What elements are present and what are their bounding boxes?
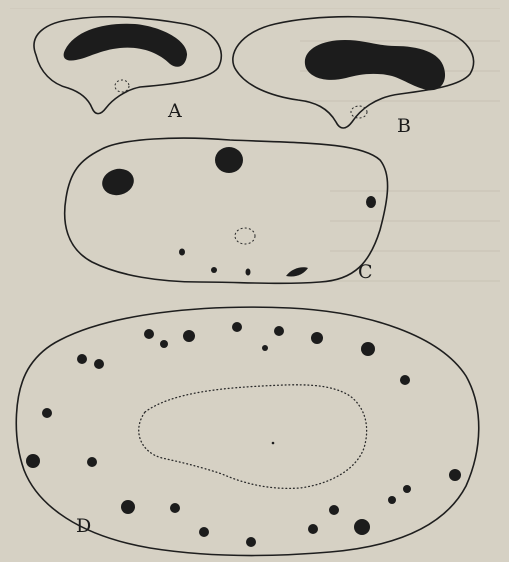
panel-d-dot: [199, 527, 209, 537]
panel-c: C: [65, 138, 388, 283]
panel-a-dark-region: [64, 24, 187, 67]
panel-d-dot: [160, 340, 168, 348]
panel-d-dot: [361, 342, 375, 356]
panel-d-dot: [121, 500, 135, 514]
panel-a-dashed-circle: [115, 80, 129, 92]
panel-c-dashed-circle: [235, 228, 255, 244]
panel-b-dashed-circle: [351, 106, 367, 118]
panel-b-dark-region: [305, 40, 445, 90]
panel-d-dot: [388, 496, 396, 504]
panel-c-small-shard: [286, 267, 308, 276]
panel-d-dot: [311, 332, 323, 344]
panel-d-dot: [77, 354, 87, 364]
panel-c-dot: [366, 196, 376, 208]
panel-c-blob-center: [215, 147, 243, 173]
panel-b-label: B: [397, 115, 411, 137]
panel-c-dot: [179, 249, 185, 256]
panel-d-dot: [42, 408, 52, 418]
panel-d-dot: [262, 345, 268, 351]
panel-d-dot: [400, 375, 410, 385]
panel-b: B: [233, 17, 474, 137]
panel-d-dot: [26, 454, 40, 468]
panel-d-dot: [87, 457, 97, 467]
panel-d-center-point: [272, 442, 275, 445]
panel-d: D: [16, 307, 478, 555]
panel-d-dotted-region: [139, 385, 367, 489]
panel-d-label: D: [76, 515, 91, 537]
panel-a: A: [34, 17, 221, 122]
panel-c-label: C: [358, 261, 373, 283]
panel-c-dot: [246, 269, 251, 276]
panel-c-dot: [211, 267, 217, 273]
panel-d-dot: [94, 359, 104, 369]
panel-d-dot: [354, 519, 370, 535]
panel-c-blob-left: [99, 165, 137, 198]
panel-d-dot: [183, 330, 195, 342]
panel-d-dot: [449, 469, 461, 481]
panel-a-label: A: [167, 100, 182, 122]
panel-d-dot: [308, 524, 318, 534]
panel-d-dot: [403, 485, 411, 493]
panel-d-dot: [170, 503, 180, 513]
panel-d-dot: [232, 322, 242, 332]
panel-d-dot: [329, 505, 339, 515]
panel-d-dot: [144, 329, 154, 339]
panel-d-dot: [246, 537, 256, 547]
panel-d-dot: [274, 326, 284, 336]
